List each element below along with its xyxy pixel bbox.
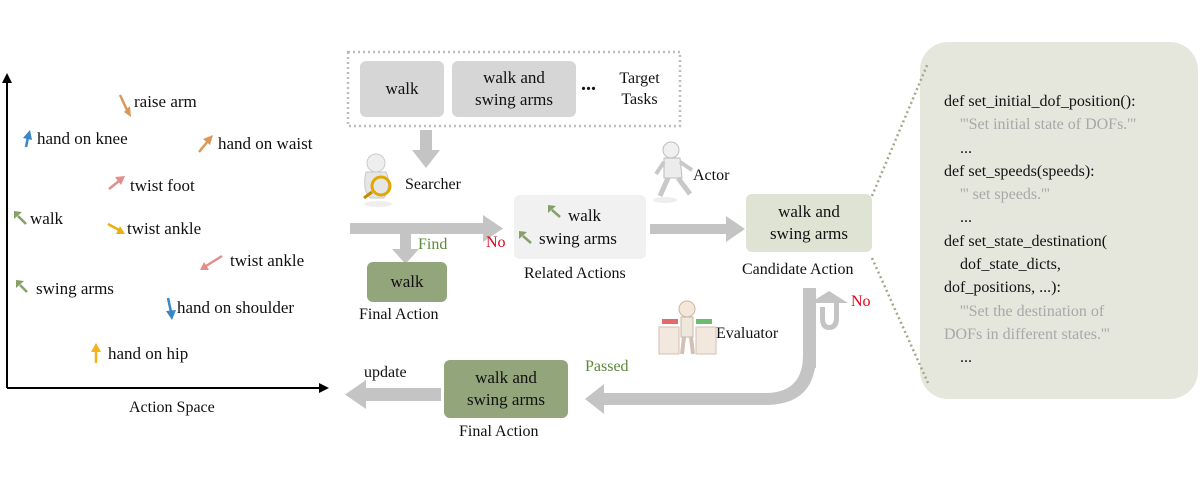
- related-action-swing-arms: swing arms: [539, 229, 617, 248]
- code-line: ...: [960, 209, 972, 227]
- code-line: def set_initial_dof_position():: [944, 93, 1136, 110]
- arrow-icon-raise-arm: [118, 94, 131, 117]
- code-line: ...: [960, 349, 972, 367]
- final-action-walk-box: walk: [367, 262, 447, 302]
- arrow-icon-hand-on-waist: [198, 135, 213, 153]
- action-space-label: Action Space: [129, 399, 215, 416]
- actor-figure-icon: [653, 141, 694, 203]
- code-panel-background: [920, 42, 1198, 399]
- connector-bottom: [870, 257, 930, 384]
- no-label-candidate: No: [851, 293, 871, 310]
- action-item-walk: walk: [30, 209, 64, 228]
- action-item-hand-on-shoulder: hand on shoulder: [177, 298, 295, 317]
- code-comment-line: '''Set the destination of: [960, 302, 1105, 320]
- action-item-swing-arms: swing arms: [36, 279, 114, 298]
- code-comment-line: ''' set speeds.''': [960, 186, 1050, 204]
- action-item-hand-on-hip: hand on hip: [108, 344, 189, 363]
- code-comment-line: '''Set initial state of DOFs.''': [960, 116, 1136, 134]
- connector-top: [870, 62, 930, 197]
- evaluator-figure-icon: [658, 300, 717, 355]
- code-line: ...: [960, 139, 972, 157]
- arrow-icon-walk: [14, 211, 27, 225]
- action-item-twist-foot: twist foot: [130, 176, 195, 195]
- arrow-icon-twist-foot: [108, 176, 125, 190]
- target-task-walk: walk: [360, 61, 444, 117]
- action-item-hand-on-knee: hand on knee: [37, 129, 128, 148]
- target-tasks-label: Target Tasks: [619, 70, 660, 108]
- action-item-twist-ankle-1: twist ankle: [127, 219, 202, 238]
- code-line: dof_state_dicts,: [960, 256, 1061, 274]
- related-action-walk: walk: [568, 206, 602, 225]
- searcher-label: Searcher: [405, 176, 461, 193]
- arrow-icon-twist-ankle-1: [107, 222, 125, 234]
- code-comment-line: DOFs in different states.''': [944, 325, 1110, 343]
- code-line: def set_state_destination(: [944, 232, 1108, 250]
- action-item-arrows: [14, 94, 223, 363]
- arrow-icon-hand-on-shoulder: [166, 297, 176, 320]
- related-actions-caption: Related Actions: [524, 265, 626, 282]
- final-action-caption-bottom: Final Action: [459, 423, 539, 440]
- passed-label: Passed: [585, 358, 629, 375]
- action-item-twist-ankle-2: twist ankle: [230, 251, 305, 270]
- update-label: update: [364, 364, 407, 381]
- evaluator-label: Evaluator: [716, 325, 779, 342]
- candidate-action-caption: Candidate Action: [742, 261, 854, 278]
- find-label: Find: [418, 236, 448, 253]
- related-actions-box: [514, 195, 646, 259]
- final-action-caption-top: Final Action: [359, 306, 439, 323]
- searcher-figure-icon: [363, 153, 392, 207]
- code-line: dof_positions, ...):: [944, 279, 1061, 297]
- code-panel: def set_initial_dof_position(): '''Set i…: [944, 90, 1136, 370]
- action-item-raise-arm: raise arm: [134, 92, 197, 111]
- candidate-action-box: walk and swing arms: [746, 194, 872, 252]
- code-line: def set_speeds(speeds):: [944, 162, 1095, 180]
- target-task-walk-and-swing-arms: walk and swing arms: [452, 61, 576, 117]
- no-label-related: No: [486, 234, 506, 251]
- arrow-icon-twist-ankle-2: [200, 254, 223, 270]
- target-tasks-ellipsis: ...: [581, 73, 596, 95]
- final-action-walk-and-swing-arms-box: walk and swing arms: [444, 360, 568, 418]
- target-tasks-frame: [346, 50, 682, 128]
- arrow-icon-hand-on-hip: [91, 343, 101, 363]
- actor-label: Actor: [693, 167, 730, 184]
- arrow-icon-hand-on-knee: [23, 130, 32, 148]
- flow-arrows: [345, 130, 848, 414]
- action-item-hand-on-waist: hand on waist: [218, 134, 313, 153]
- arrow-icon-swing-arms: [16, 280, 28, 293]
